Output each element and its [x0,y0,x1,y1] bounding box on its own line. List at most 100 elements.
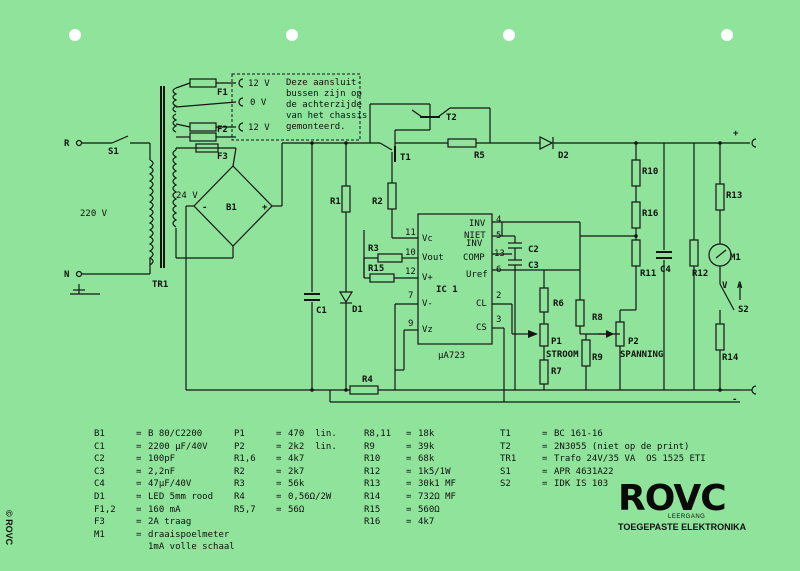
part-value: 47µF/40V [148,479,192,490]
parts-row: B1=B 80/C2200 [94,428,235,441]
label-P2: P2 [628,337,639,347]
label-P1: P1 [551,337,562,347]
logo-course: TOEGEPASTE ELEKTRONIKA [618,522,747,532]
fuses-taps: F1 F2 F3 12 V 0 V 12 V Deze aansluit- bu… [175,73,367,162]
parts-row: R16=4k7 [364,516,456,529]
resistor-R12: R12 [689,143,708,390]
part-designator: C4 [94,479,105,490]
label-R6: R6 [553,299,564,309]
label-R11: R11 [640,269,656,279]
equals-sign: = [136,517,142,528]
parts-row: F3=2A traag [94,516,235,529]
part-value: 2A traag [148,517,192,528]
part-value: 2200 µF/40V [148,441,208,452]
equals-sign: = [136,441,142,452]
label-R15: R15 [368,264,384,274]
label-S1: S1 [108,147,119,157]
part-value: 68k [418,454,435,465]
part-value: 732Ω MF [418,491,456,502]
parts-row: R9=39k [364,441,456,454]
parts-row: R13=30k1 MF [364,478,456,491]
part-value: 2,2nF [148,466,176,477]
parts-row: T1=BC 161-16 [500,428,706,441]
label-R1: R1 [330,197,341,207]
label-C1: C1 [316,306,327,316]
copyright-mark: © ROVC [4,510,14,546]
pin-vminus: V- [422,299,433,309]
parts-row: M1 = draaispoelmeter [94,529,235,542]
part-value: IDK IS 103 [554,479,609,490]
part-value: 56Ω [288,504,305,515]
parts-row: S2=IDK IS 103 [500,478,706,491]
label-C3: C3 [528,261,539,271]
label-24V: 24 V [176,191,198,201]
capacitor-C4: C4 [656,143,672,390]
equals-sign: = [136,529,142,540]
voltage-divider: R8 R9 P2 SPANNING [575,222,663,390]
part-designator: R8,11 [364,429,392,439]
part-designator: B1 [94,429,105,439]
pin-inv: INV [469,219,486,229]
output-path: R5 D2 + - [395,129,757,405]
label-F1: F1 [217,88,228,98]
parts-row: P1=470 lin. [234,428,337,441]
label-M1: M1 [730,253,741,263]
label-R: R [64,139,70,149]
label-A: A [737,281,743,291]
resistor-R4: R4 [349,375,379,395]
equals-sign: = [276,466,282,477]
label-R14: R14 [722,353,739,363]
equals-sign: = [406,441,412,452]
label-tap-bot: 12 V [248,123,270,133]
equals-sign: = [276,454,282,465]
part-value: Trafo 24V/35 VA OS 1525 ETI [554,454,706,465]
label-out-plus: + [733,129,739,139]
label-tap-top: 12 V [248,79,270,89]
resistor-R1-led-D1: R1 D1 [330,143,363,390]
parts-row: R10=68k [364,453,456,466]
label-T2: T2 [446,113,457,123]
part-designator: P2 [234,441,245,452]
label-R5: R5 [474,151,485,161]
transistors: T2 T1 [369,103,491,183]
label-bridge-plus: + [262,203,268,213]
equals-sign: = [542,454,548,465]
resistor-R2: R2 [372,182,418,239]
pin-vout: Vout [422,253,444,263]
pin-num-2: 2 [496,291,501,301]
part-designator: R15 [364,504,381,515]
part-designator: S1 [500,466,511,477]
part-value: draaispoelmeter [148,529,230,540]
parts-row: R5,7=56Ω [234,504,337,517]
equals-sign: = [136,491,142,502]
bridge-B1: B1 - + [175,143,283,390]
label-S2: S2 [738,305,749,315]
part-designator: P1 [234,429,245,439]
pin-vc: Vc [422,234,433,244]
mains-input: R N S1 220 V [64,135,151,295]
punch-hole [69,29,81,41]
part-designator: F1,2 [94,504,116,515]
label-V: V [722,281,728,291]
label-tap-mid: 0 V [250,98,267,108]
parts-row: T2=2N3055 (niet op de print) [500,441,706,454]
label-R12: R12 [692,269,708,279]
note-line-3: de achterzijde [286,100,362,110]
parts-row: R8,11=18k [364,428,456,441]
parts-row: R3=56k [234,478,337,491]
pin-niet: NIET [464,231,486,241]
parts-row: TR1=Trafo 24V/35 VA OS 1525 ETI [500,453,706,466]
label-mains-voltage: 220 V [80,209,108,219]
part-designator: C2 [94,454,105,465]
part-value: 560Ω [418,504,440,515]
equals-sign: = [406,504,412,515]
note-line-1: Deze aansluit- [286,78,362,88]
ic1-ua723: Vc Vout V+ V- Vz INV NIET INV COMP Uref … [405,213,505,361]
equals-sign: = [406,454,412,465]
pin-vplus: V+ [422,273,433,283]
part-designator: C3 [94,466,105,477]
part-designator: M1 [94,529,105,540]
part-value: LED 5mm rood [148,491,214,502]
part-value: 39k [418,441,435,452]
